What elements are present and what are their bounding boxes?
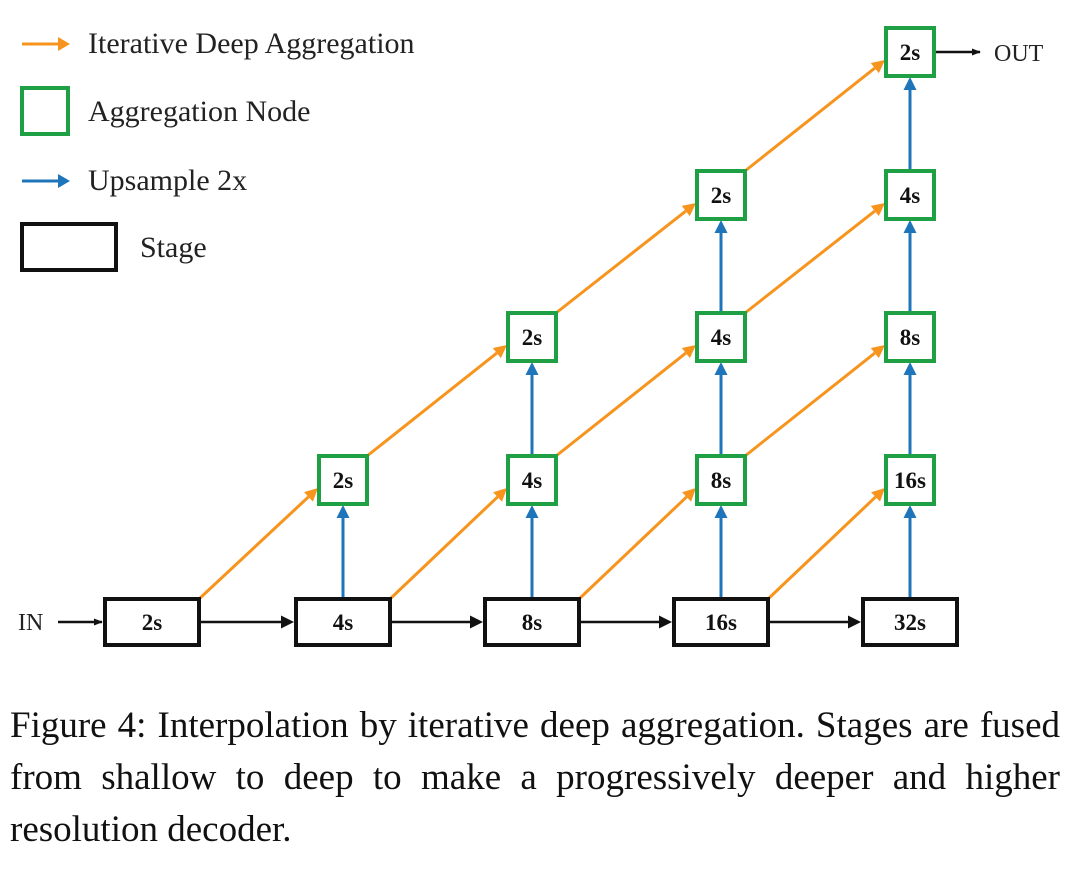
legend: Iterative Deep Aggregation Aggregation N… <box>20 27 415 272</box>
stages: 2s 4s 8s 16s 32s <box>103 597 959 647</box>
aggregation-node: 2s <box>884 26 936 78</box>
stage-label: 8s <box>522 610 543 635</box>
aggregation-node: 8s <box>884 311 936 363</box>
agg-node-icon <box>20 86 70 136</box>
legend-agg-node: Aggregation Node <box>20 86 310 136</box>
stage-label: 16s <box>705 610 737 635</box>
ida-arrowhead-icon <box>58 37 70 51</box>
ida-arrow <box>555 203 696 315</box>
stage-node: 16s <box>672 597 770 647</box>
aggregation-node: 8s <box>695 454 747 506</box>
stage-node: 2s <box>103 597 201 647</box>
upsample-arrow <box>714 362 728 454</box>
stage-label: 4s <box>333 610 354 635</box>
stage-node: 8s <box>483 597 581 647</box>
ida-arrow <box>388 488 507 601</box>
ida-arrow <box>744 345 885 458</box>
upsample-arrow <box>903 362 917 454</box>
legend-upsample-label: Upsample 2x <box>88 164 247 197</box>
aggregation-node-label: 2s <box>522 325 543 350</box>
aggregation-node: 2s <box>506 311 558 363</box>
ida-arrow <box>744 203 885 315</box>
figure-caption: Figure 4: Interpolation by iterative dee… <box>10 705 1060 850</box>
edges <box>197 60 917 629</box>
aggregation-node-label: 8s <box>711 468 732 493</box>
upsample-arrow <box>525 505 539 597</box>
aggregation-node-label: 2s <box>711 183 732 208</box>
aggregation-node-label: 16s <box>894 468 926 493</box>
stage-arrow <box>770 615 861 629</box>
output-label: OUT <box>994 41 1044 67</box>
upsample-arrow <box>903 505 917 597</box>
legend-upsample: Upsample 2x <box>22 164 247 197</box>
aggregation-nodes: 2s 4s 8s 16s 2s 4s 8s 2s 4s 2s <box>317 26 936 506</box>
upsample-arrow <box>714 220 728 311</box>
legend-stage-label: Stage <box>140 231 207 264</box>
stage-label: 32s <box>894 610 926 635</box>
ida-arrow <box>555 345 696 458</box>
upsample-arrow <box>903 220 917 311</box>
stage-label: 2s <box>142 610 163 635</box>
ida-arrow <box>744 60 885 173</box>
legend-agg-node-label: Aggregation Node <box>88 95 310 128</box>
aggregation-node-label: 2s <box>900 40 921 65</box>
legend-stage: Stage <box>20 222 207 272</box>
aggregation-node-label: 4s <box>711 325 732 350</box>
aggregation-node: 2s <box>317 454 369 506</box>
aggregation-node: 4s <box>506 454 558 506</box>
aggregation-node-label: 2s <box>333 468 354 493</box>
stage-arrow <box>581 615 672 629</box>
aggregation-node-label: 4s <box>522 468 543 493</box>
upsample-arrowhead-icon <box>58 174 70 188</box>
stage-arrow <box>201 615 294 629</box>
ida-diagram: Iterative Deep Aggregation Aggregation N… <box>18 26 1044 647</box>
stage-arrow <box>392 615 483 629</box>
legend-ida-label: Iterative Deep Aggregation <box>88 27 415 60</box>
aggregation-node: 2s <box>695 169 747 221</box>
aggregation-node: 4s <box>884 169 936 221</box>
ida-arrow <box>366 345 507 458</box>
upsample-arrow <box>336 505 350 597</box>
upsample-arrow <box>903 77 917 169</box>
aggregation-node: 16s <box>884 454 936 506</box>
stage-node: 4s <box>294 597 392 647</box>
aggregation-node-label: 4s <box>900 183 921 208</box>
ida-arrow <box>766 488 885 601</box>
stage-icon <box>20 222 118 272</box>
ida-arrow <box>577 488 696 601</box>
ida-arrow <box>197 488 318 601</box>
upsample-arrow <box>525 362 539 454</box>
aggregation-node: 4s <box>695 311 747 363</box>
legend-ida: Iterative Deep Aggregation <box>22 27 415 60</box>
stage-node: 32s <box>861 597 959 647</box>
upsample-arrow <box>714 505 728 597</box>
input-label: IN <box>18 610 43 636</box>
aggregation-node-label: 8s <box>900 325 921 350</box>
